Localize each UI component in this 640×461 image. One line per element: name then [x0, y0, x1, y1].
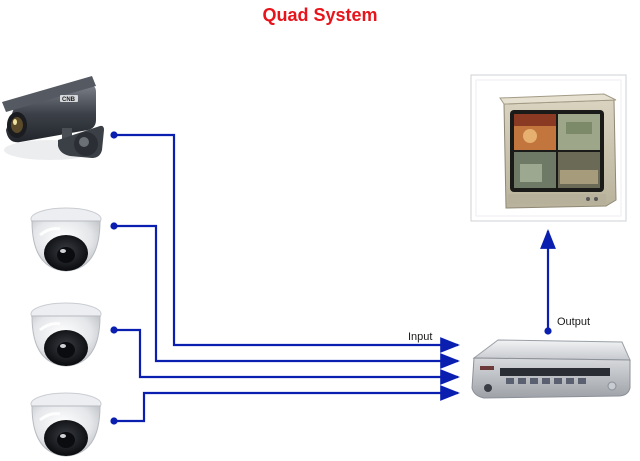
dome-camera-3-icon — [30, 392, 102, 457]
camera-brand-label: CNB — [62, 97, 76, 103]
output-label: Output — [557, 316, 590, 328]
bullet-camera-icon: CNB — [2, 76, 104, 160]
wire-endpoints — [110, 131, 552, 425]
camera-2-wire — [114, 224, 460, 369]
monitor-quad-screen — [514, 114, 600, 188]
dome-camera-2-icon — [30, 302, 102, 367]
camera-1-wire — [114, 133, 460, 353]
camera-3-wire — [114, 328, 460, 385]
input-wires — [114, 133, 556, 423]
diagram-title: Quad System — [262, 5, 378, 25]
quad-processor-icon — [471, 339, 631, 399]
crt-monitor-icon — [470, 74, 627, 222]
camera-4-wire — [114, 385, 460, 423]
input-label: Input — [408, 331, 432, 343]
dome-camera-1-icon — [30, 207, 102, 272]
